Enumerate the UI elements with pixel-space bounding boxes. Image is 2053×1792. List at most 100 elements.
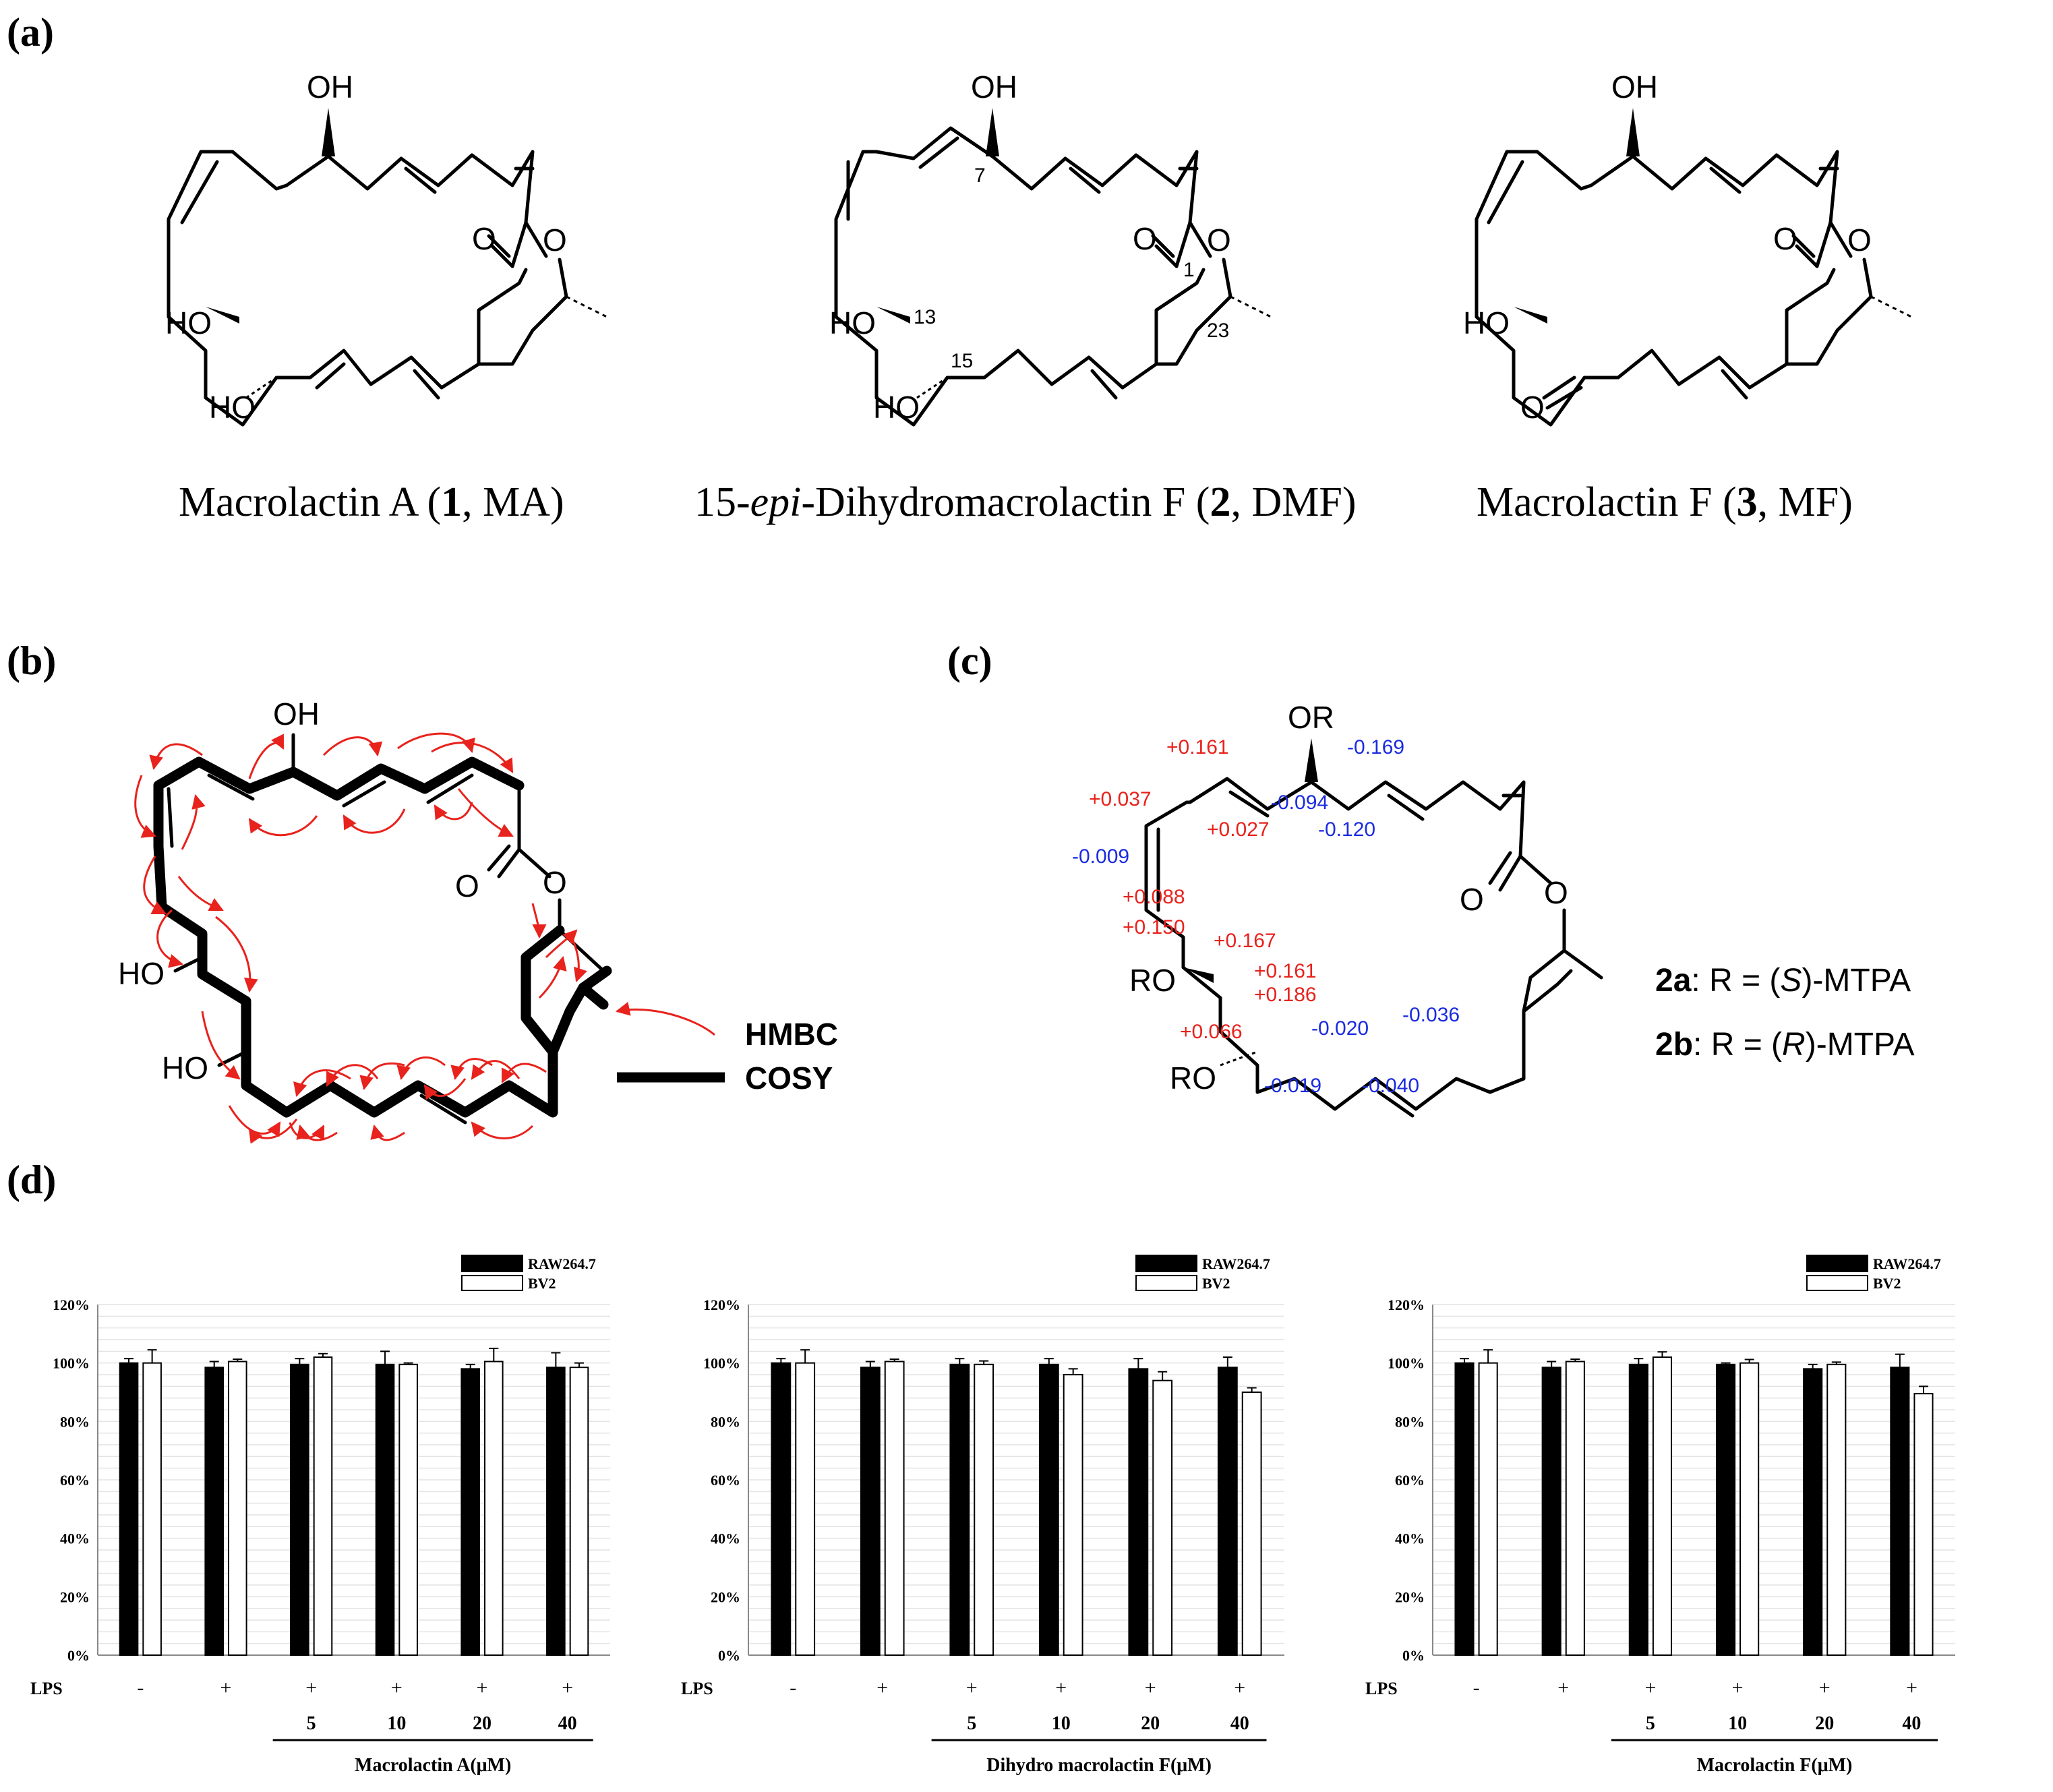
delta-positive: +0.088 <box>1123 886 1185 908</box>
legend-swatch-raw264 <box>1135 1255 1197 1272</box>
delta-negative: -0.019 <box>1264 1075 1321 1097</box>
svg-text:O: O <box>1133 221 1157 256</box>
bar-raw264 <box>1541 1367 1561 1656</box>
panel-label-d: (d) <box>7 1158 56 1202</box>
mtpa-label-2a: 2a: R = (S)-MTPA <box>1655 963 1911 998</box>
bar-bv2 <box>1652 1356 1673 1656</box>
bar-bv2 <box>1063 1374 1083 1656</box>
delta-positive: +0.066 <box>1180 1021 1243 1043</box>
delta-negative: -0.040 <box>1362 1075 1419 1097</box>
lps-sign: - <box>790 1677 796 1699</box>
svg-text:HO: HO <box>1463 305 1510 340</box>
lps-sign: + <box>1819 1677 1831 1699</box>
y-tick-label: 40% <box>1395 1530 1425 1547</box>
legend-swatch-raw264 <box>1806 1255 1868 1272</box>
bar-bv2 <box>142 1362 162 1656</box>
bar-bv2 <box>1241 1392 1262 1656</box>
y-tick-label: 20% <box>60 1588 90 1605</box>
svg-text:HO: HO <box>162 1050 208 1085</box>
bar-bv2 <box>795 1362 816 1656</box>
bar-raw264 <box>1454 1362 1475 1656</box>
delta-positive: +0.167 <box>1214 930 1276 952</box>
concentration-label: 5 <box>1646 1713 1655 1734</box>
y-tick-label: 100% <box>703 1355 740 1372</box>
cell-viability-charts: 0%20%40%60%80%100%120%RAW264.7BV2LPS-+++… <box>30 1255 1955 1776</box>
y-tick-label: 80% <box>60 1413 90 1430</box>
delta-negative: -0.169 <box>1347 736 1404 758</box>
x-axis-title: Dihydro macrolactin F(μM) <box>986 1755 1212 1776</box>
bar-bv2 <box>884 1361 905 1656</box>
y-tick-label: 120% <box>53 1296 90 1313</box>
panel-label-c: (c) <box>947 638 992 683</box>
legend-cosy: COSY <box>745 1061 833 1096</box>
concentration-label: 40 <box>1902 1713 1921 1734</box>
y-tick-label: 0% <box>718 1647 740 1664</box>
structure-mosher: OR O O RO RO <box>1129 700 1603 1118</box>
bar-raw264 <box>119 1362 139 1656</box>
svg-text:RO: RO <box>1129 963 1176 998</box>
legend-swatch-bv2 <box>1806 1275 1868 1291</box>
svg-text:OH: OH <box>273 696 320 731</box>
concentration-label: 40 <box>1230 1713 1249 1734</box>
mosher-values: +0.161 +0.037 +0.027 +0.088 +0.150 +0.16… <box>1072 736 1460 1097</box>
bar-raw264 <box>860 1367 881 1656</box>
bar-bv2 <box>398 1363 418 1656</box>
hmbc-legend-arrow <box>615 1002 715 1036</box>
y-tick-label: 80% <box>1395 1413 1425 1430</box>
compound-name-3: Macrolactin F (3, MF) <box>1477 479 1853 525</box>
lps-sign: + <box>1557 1677 1569 1699</box>
mtpa-label-2b: 2b: R = (R)-MTPA <box>1655 1027 1914 1063</box>
bar-raw264 <box>1038 1363 1059 1656</box>
carbon-number: 15 <box>951 350 973 372</box>
delta-negative: -0.094 <box>1271 792 1328 814</box>
concentration-label: 20 <box>1141 1713 1160 1734</box>
y-tick-label: 120% <box>1388 1296 1425 1313</box>
bar-bv2 <box>1739 1362 1760 1656</box>
bar-raw264 <box>1803 1368 1823 1656</box>
bar-raw264 <box>1628 1363 1648 1656</box>
concentration-label: 10 <box>1052 1713 1071 1734</box>
structure-dmf: OH 7 O O 1 13 23 HO HO 15 <box>829 69 1272 427</box>
atom-o: O <box>472 221 496 256</box>
y-tick-label: 20% <box>1395 1588 1425 1605</box>
y-tick-label: 40% <box>60 1530 90 1547</box>
y-tick-label: 100% <box>53 1355 90 1372</box>
lps-label: LPS <box>30 1679 63 1698</box>
bar-raw264 <box>949 1363 970 1656</box>
atom-ho: HO <box>209 390 256 425</box>
y-tick-label: 40% <box>711 1530 740 1547</box>
atom-oh: OH <box>307 69 353 104</box>
x-axis-title: Macrolactin A(μM) <box>355 1755 511 1776</box>
bar-raw264 <box>1890 1367 1910 1656</box>
lps-sign: - <box>137 1677 144 1699</box>
bar-bv2 <box>569 1367 589 1656</box>
y-tick-label: 0% <box>1402 1647 1425 1664</box>
panel-label-a: (a) <box>7 10 54 55</box>
bar-bv2 <box>1913 1393 1934 1656</box>
y-tick-label: 20% <box>711 1588 740 1605</box>
lps-sign: + <box>1732 1677 1744 1699</box>
legend-label: RAW264.7 <box>1873 1255 1941 1272</box>
legend-label: RAW264.7 <box>528 1255 596 1272</box>
lps-sign: + <box>1234 1677 1245 1699</box>
carbon-number: 23 <box>1207 320 1229 342</box>
legend-label: RAW264.7 <box>1202 1255 1270 1272</box>
concentration-label: 20 <box>1815 1713 1834 1734</box>
atom-ho: HO <box>165 305 212 340</box>
carbon-number: 1 <box>1183 259 1195 281</box>
y-tick-label: 0% <box>67 1647 90 1664</box>
concentration-label: 5 <box>967 1713 976 1734</box>
bar-bv2 <box>1826 1363 1847 1656</box>
bar-raw264 <box>460 1368 481 1656</box>
y-tick-label: 80% <box>711 1413 740 1430</box>
svg-text:HO: HO <box>873 390 920 425</box>
lps-sign: + <box>966 1677 978 1699</box>
bar-bv2 <box>1565 1361 1585 1656</box>
structure-hmbc-cosy: OH O O HO HO <box>118 696 612 1144</box>
svg-text:OH: OH <box>971 69 1017 104</box>
lps-sign: - <box>1473 1677 1480 1699</box>
svg-text:HO: HO <box>118 956 165 991</box>
lps-sign: + <box>1055 1677 1067 1699</box>
bar-raw264 <box>1217 1367 1238 1656</box>
bar-raw264 <box>204 1367 224 1656</box>
